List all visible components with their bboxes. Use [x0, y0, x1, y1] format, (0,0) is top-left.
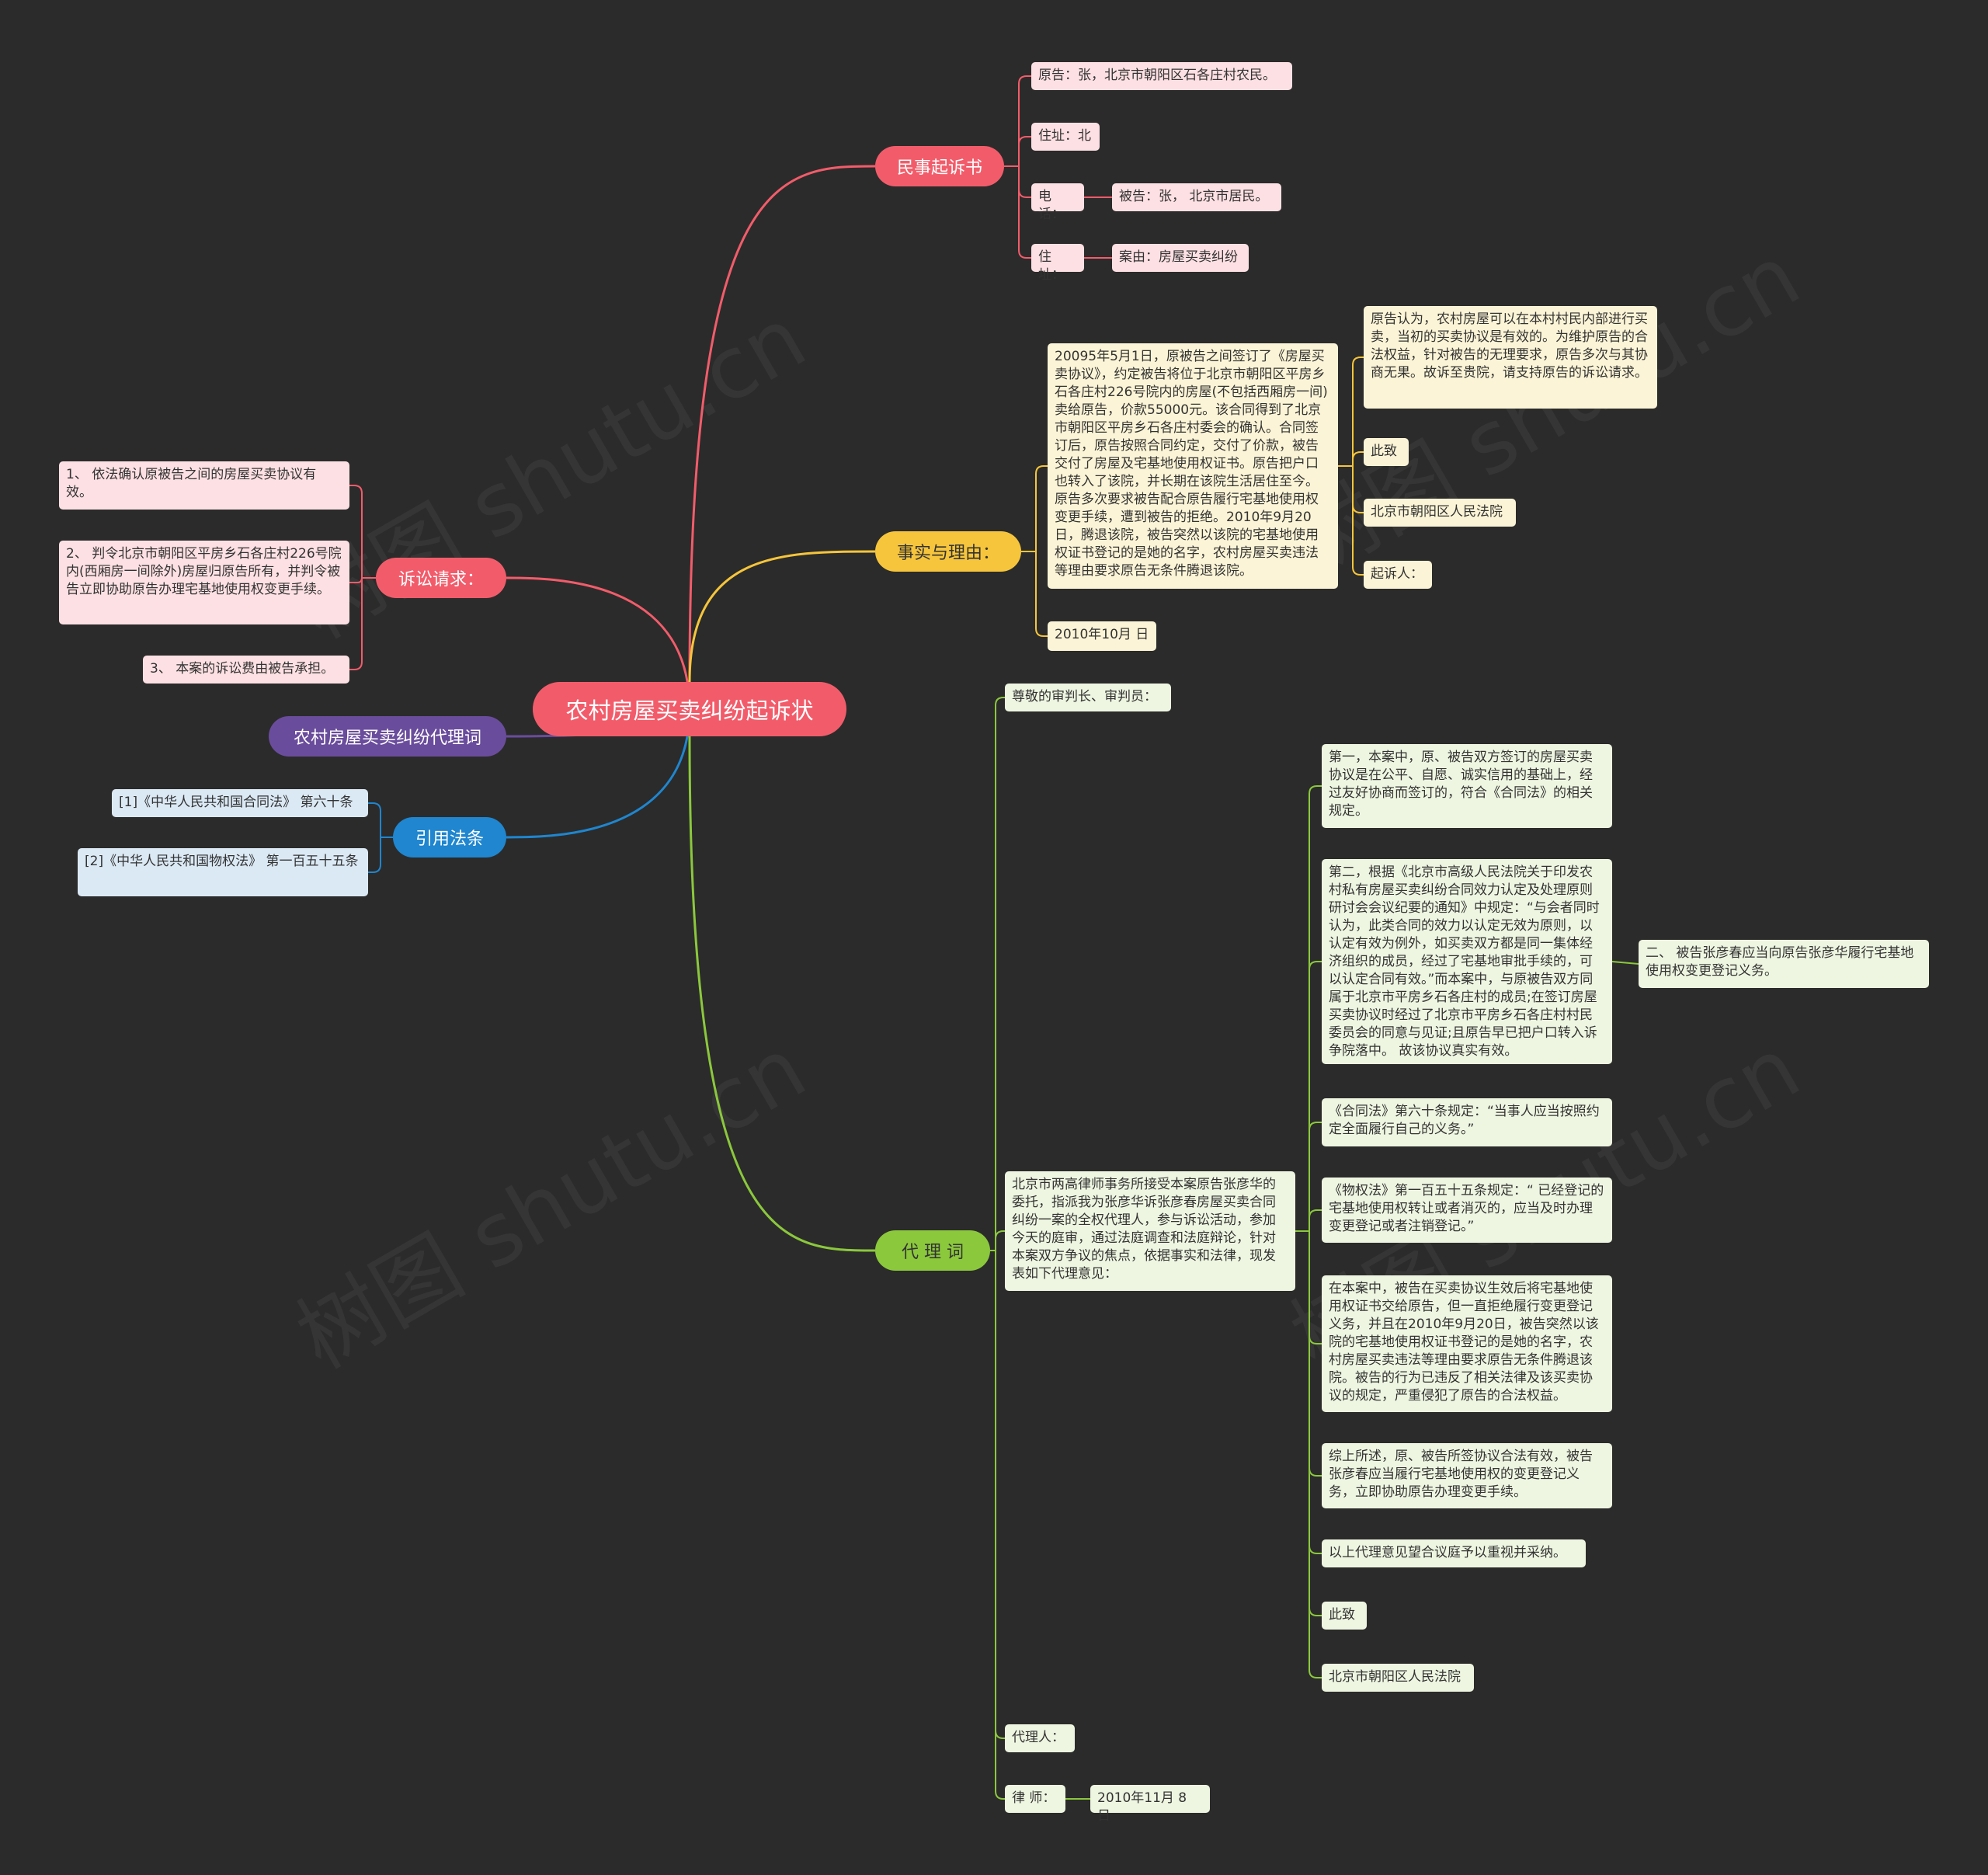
link-f1c	[1352, 466, 1364, 513]
link-p6	[1309, 1231, 1322, 1477]
agent-point-2-conclusion[interactable]: 二、 被告张彦春应当向原告张彦华履行宅基地使用权变更登记义务。	[1639, 940, 1929, 988]
agent-sign[interactable]: 代理人：	[1005, 1724, 1075, 1752]
link-f2	[1035, 551, 1048, 637]
law-item-2[interactable]: [2]《中华人民共和国物权法》 第一百五十五条	[78, 848, 368, 896]
link-l2	[368, 837, 381, 873]
civil-plaintiff[interactable]: 原告：张，北京市朝阳区石各庄村农民。	[1031, 62, 1292, 90]
link-a4	[995, 1251, 1005, 1800]
link-f1	[1035, 465, 1048, 551]
root-link-b-facts	[688, 550, 876, 683]
link-a1	[995, 697, 1005, 1251]
link-s1	[349, 485, 363, 578]
link-p3	[1309, 1122, 1322, 1231]
agent-intro[interactable]: 北京市两高律师事务所接受本案原告张彦华的委托，指派我为张彦华诉张彦春房屋买卖合同…	[1005, 1171, 1295, 1291]
facts-cizhi[interactable]: 此致	[1364, 438, 1409, 466]
link-p1	[1309, 785, 1322, 1231]
link-p4	[1309, 1209, 1322, 1231]
civil-phone[interactable]: 电话：	[1031, 183, 1084, 222]
civil-defendant[interactable]: 被告：张， 北京市居民。	[1112, 183, 1281, 211]
root-link-b-claims	[506, 576, 691, 710]
root-topic[interactable]: 农村房屋买卖纠纷起诉状	[533, 682, 846, 736]
link-a2	[995, 1230, 1005, 1251]
claim-item-3[interactable]: 3、 本案的诉讼费由被告承担。	[143, 656, 349, 684]
claim-item-2[interactable]: 2、 判令北京市朝阳区平房乡石各庄村226号院内(西厢房一间除外)房屋归原告所有…	[59, 541, 349, 624]
agent-point-2[interactable]: 第二，根据《北京市高级人民法院关于印发农村私有房屋买卖纠纷合同效力认定及处理原则…	[1322, 859, 1612, 1064]
link-f1b	[1352, 451, 1364, 466]
branch-cited-laws[interactable]: 引用法条	[393, 817, 506, 857]
facts-court[interactable]: 北京市朝阳区人民法院	[1364, 499, 1516, 527]
link-c3	[1018, 166, 1031, 198]
branch-agent-speech[interactable]: 代 理 词	[875, 1230, 990, 1271]
facts-main-text[interactable]: 20095年5月1日，原被告之间签订了《房屋买卖协议》，约定被告将位于北京市朝阳…	[1048, 343, 1338, 589]
agent-point-contract-law[interactable]: 《合同法》第六十条规定：“当事人应当按照约定全面履行自己的义务。”	[1322, 1098, 1612, 1146]
link-s3	[349, 578, 363, 670]
law-item-1[interactable]: [1]《中华人民共和国合同法》 第六十条	[112, 789, 368, 817]
branch-agent-speech-title[interactable]: 农村房屋买卖纠纷代理词	[269, 716, 506, 757]
agent-point-case-facts[interactable]: 在本案中，被告在买卖协议生效后将宅基地使用权证书交给原告，但一直拒绝履行变更登记…	[1322, 1275, 1612, 1412]
civil-address-2[interactable]: 住址：	[1031, 244, 1084, 283]
link-p2	[1309, 961, 1322, 1231]
link-p7	[1309, 1231, 1322, 1554]
agent-lawyer[interactable]: 律 师：	[1005, 1785, 1065, 1813]
branch-civil-complaint[interactable]: 民事起诉书	[875, 146, 1004, 186]
facts-plaintiff-sign[interactable]: 起诉人：	[1364, 561, 1432, 589]
link-a3	[995, 1251, 1005, 1739]
link-p9	[1309, 1231, 1322, 1678]
root-link-b-laws	[506, 708, 691, 839]
civil-case-cause[interactable]: 案由：房屋买卖纠纷	[1112, 244, 1249, 272]
link-l1	[368, 802, 381, 837]
agent-point-cizhi[interactable]: 此致	[1322, 1602, 1367, 1630]
facts-date[interactable]: 2010年10月 日	[1048, 621, 1156, 651]
agent-date[interactable]: 2010年11月 8 日	[1090, 1785, 1210, 1824]
agent-greeting[interactable]: 尊敬的审判长、审判员：	[1005, 684, 1171, 711]
facts-plaintiff-opinion[interactable]: 原告认为，农村房屋可以在本村村民内部进行买卖，当初的买卖协议是有效的。为维护原告…	[1364, 306, 1657, 409]
link-p2a	[1611, 961, 1639, 965]
agent-point-property-law[interactable]: 《物权法》第一百五十五条规定：“ 已经登记的宅基地使用权转让或者消灭的，应当及时…	[1322, 1178, 1612, 1243]
link-p5	[1309, 1231, 1322, 1345]
link-f1a	[1352, 357, 1364, 466]
agent-point-closing[interactable]: 以上代理意见望合议庭予以重视并采纳。	[1322, 1539, 1586, 1567]
link-c4	[1018, 166, 1031, 259]
root-link-b-civil	[688, 165, 876, 683]
claim-item-1[interactable]: 1、 依法确认原被告之间的房屋买卖协议有效。	[59, 461, 349, 510]
agent-point-court[interactable]: 北京市朝阳区人民法院	[1322, 1664, 1474, 1692]
agent-point-1[interactable]: 第一，本案中，原、被告双方签订的房屋买卖协议是在公平、自愿、诚实信用的基础上，经…	[1322, 744, 1612, 828]
link-s2	[349, 577, 363, 583]
branch-facts-reasons[interactable]: 事实与理由：	[875, 531, 1021, 572]
link-p8	[1309, 1231, 1322, 1616]
agent-point-summary[interactable]: 综上所述，原、被告所签协议合法有效，被告张彦春应当履行宅基地使用权的变更登记义务…	[1322, 1443, 1612, 1508]
link-f1d	[1352, 466, 1364, 576]
root-link-b-agent	[688, 736, 876, 1252]
civil-address[interactable]: 住址：北	[1031, 123, 1100, 151]
link-c2	[1018, 136, 1031, 166]
branch-claims[interactable]: 诉讼请求：	[376, 558, 506, 598]
link-c1	[1018, 75, 1031, 166]
